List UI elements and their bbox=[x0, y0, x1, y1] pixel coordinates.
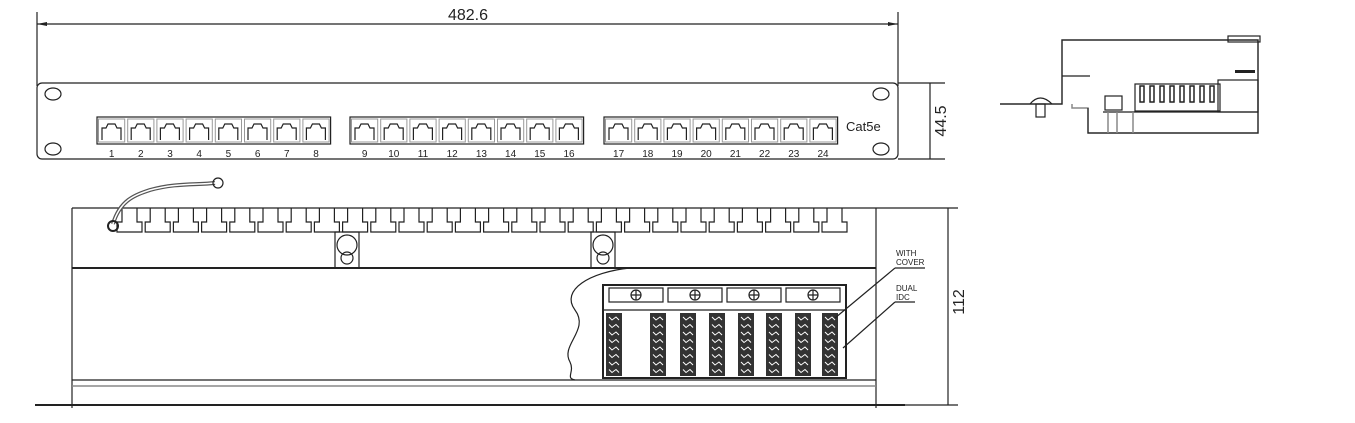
front-height-label: 44.5 bbox=[933, 105, 950, 136]
port-number: 2 bbox=[138, 149, 144, 160]
contact bbox=[1159, 85, 1165, 103]
idc-block bbox=[606, 313, 622, 376]
port-number: 20 bbox=[701, 149, 713, 160]
rj45-port: 7 bbox=[273, 118, 301, 160]
rj45-port: 6 bbox=[244, 118, 272, 160]
idc-module bbox=[602, 284, 847, 379]
ground-cable bbox=[107, 177, 224, 232]
port-number: 10 bbox=[388, 149, 400, 160]
contact bbox=[1169, 85, 1175, 103]
rj45-port: 20 bbox=[692, 118, 720, 160]
port-number: 22 bbox=[759, 149, 771, 160]
mount-hole bbox=[44, 142, 62, 156]
rj45-port: 1 bbox=[98, 118, 126, 160]
rj45-port: 2 bbox=[127, 118, 155, 160]
idc-block bbox=[822, 313, 838, 376]
rj45-port: 4 bbox=[185, 118, 213, 160]
idc-cover bbox=[785, 287, 841, 303]
port-number: 5 bbox=[226, 149, 232, 160]
rj45-port: 14 bbox=[497, 118, 525, 160]
idc-cover bbox=[608, 287, 664, 303]
mounting-post bbox=[334, 231, 360, 269]
rj45-port: 11 bbox=[409, 118, 437, 160]
port-group: 9 10 11 12 13 14 15 16 bbox=[349, 116, 585, 160]
rj45-port: 17 bbox=[605, 118, 633, 160]
port-number: 18 bbox=[642, 149, 654, 160]
cover-callout-line2: COVER bbox=[896, 258, 925, 267]
top-view: WITH COVER DUAL IDC bbox=[35, 177, 925, 408]
rj45-port: 18 bbox=[634, 118, 662, 160]
rj45-port: 10 bbox=[380, 118, 408, 160]
rj45-port: 22 bbox=[751, 118, 779, 160]
port-number: 16 bbox=[563, 149, 575, 160]
contact bbox=[1179, 85, 1185, 103]
port-number: 9 bbox=[362, 149, 368, 160]
depth-dimension: 112 bbox=[876, 207, 968, 406]
port-number: 4 bbox=[196, 149, 202, 160]
side-view bbox=[1000, 35, 1261, 134]
port-number: 3 bbox=[167, 149, 173, 160]
rj45-port: 23 bbox=[780, 118, 808, 160]
rj45-port: 21 bbox=[721, 118, 749, 160]
rj45-port: 9 bbox=[351, 118, 379, 160]
port-number: 8 bbox=[313, 149, 319, 160]
idc-block bbox=[680, 313, 696, 376]
rj45-port: 8 bbox=[302, 118, 330, 160]
rj45-port: 5 bbox=[214, 118, 243, 160]
idc-callout-line2: IDC bbox=[896, 293, 910, 302]
category-label: Cat5e bbox=[846, 119, 881, 134]
idc-block bbox=[795, 313, 811, 376]
rj45-port: 19 bbox=[663, 118, 691, 160]
idc-block bbox=[738, 313, 754, 376]
idc-block bbox=[709, 313, 725, 376]
port-number: 12 bbox=[447, 149, 459, 160]
idc-block bbox=[766, 313, 782, 376]
mount-hole bbox=[872, 142, 890, 156]
front-height-dimension: 44.5 bbox=[898, 82, 950, 160]
port-number: 6 bbox=[255, 149, 261, 160]
port-number: 1 bbox=[109, 149, 115, 160]
contact bbox=[1139, 85, 1145, 103]
width-label: 482.6 bbox=[448, 7, 488, 24]
port-group: 1 2 3 4 5 6 7 8 bbox=[96, 116, 332, 160]
idc-cover bbox=[726, 287, 782, 303]
idc-block bbox=[650, 313, 666, 376]
port-number: 11 bbox=[418, 149, 429, 160]
port-number: 21 bbox=[730, 149, 742, 160]
rj45-port: 24 bbox=[809, 118, 837, 160]
cover-callout-line1: WITH bbox=[896, 249, 917, 258]
idc-callout-line1: DUAL bbox=[896, 284, 918, 293]
mount-hole bbox=[872, 87, 890, 101]
port-number: 13 bbox=[476, 149, 488, 160]
mounting-post bbox=[590, 231, 616, 269]
rj45-port: 13 bbox=[467, 118, 495, 160]
rj45-port: 3 bbox=[156, 118, 184, 160]
contact bbox=[1199, 85, 1205, 103]
port-number: 19 bbox=[671, 149, 683, 160]
port-number: 23 bbox=[788, 149, 800, 160]
contact bbox=[1149, 85, 1155, 103]
contact bbox=[1209, 85, 1215, 103]
port-group: 17 18 19 20 21 22 23 24 bbox=[603, 116, 839, 160]
idc-cover bbox=[667, 287, 723, 303]
port-number: 15 bbox=[534, 149, 546, 160]
port-number: 14 bbox=[505, 149, 517, 160]
port-number: 17 bbox=[613, 149, 625, 160]
width-dimension: 482.6 bbox=[36, 7, 899, 86]
contact bbox=[1189, 85, 1195, 103]
mount-hole bbox=[44, 87, 62, 101]
port-number: 24 bbox=[817, 149, 829, 160]
port-number: 7 bbox=[284, 149, 290, 160]
depth-label: 112 bbox=[951, 289, 968, 315]
rj45-port: 12 bbox=[438, 118, 466, 160]
rj45-port: 16 bbox=[555, 118, 583, 160]
rj45-port: 15 bbox=[526, 118, 554, 160]
